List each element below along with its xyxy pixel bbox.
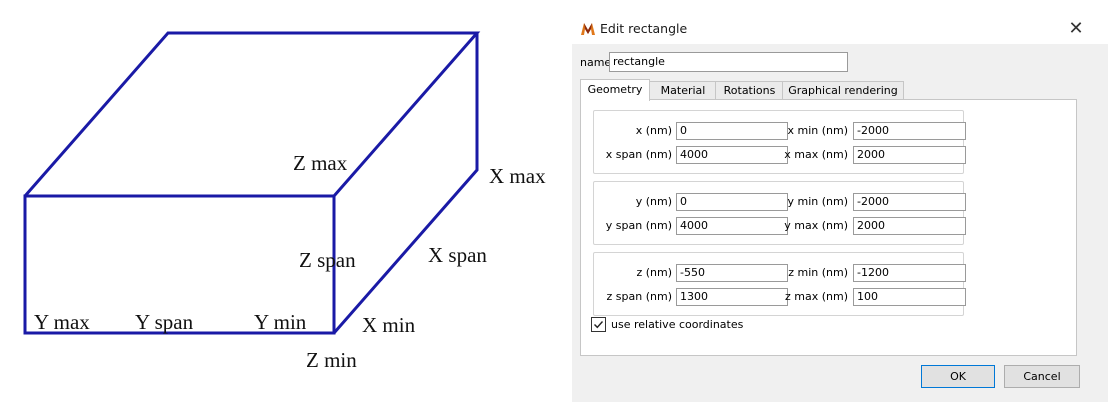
label-x-span: X span [428, 243, 487, 267]
geometry-panel: x (nm) x min (nm) x span (nm) x max (nm)… [580, 99, 1077, 356]
close-icon[interactable]: ✕ [1068, 18, 1084, 39]
tab-geometry[interactable]: Geometry [580, 79, 650, 101]
cancel-button[interactable]: Cancel [1004, 365, 1080, 388]
x-group: x (nm) x min (nm) x span (nm) x max (nm) [593, 110, 966, 174]
x-max-label: x max (nm) [784, 148, 848, 161]
z-span-field[interactable] [676, 288, 788, 306]
y-max-label: y max (nm) [784, 219, 848, 232]
dialog-title: Edit rectangle [600, 21, 688, 36]
x-field[interactable] [676, 122, 788, 140]
y-span-field[interactable] [676, 217, 788, 235]
y-max-field[interactable] [853, 217, 966, 235]
label-x-max: X max [489, 164, 546, 188]
x-span-field[interactable] [676, 146, 788, 164]
y-span-label: y span (nm) [605, 219, 672, 232]
x-span-label: x span (nm) [605, 148, 672, 161]
label-y-span: Y span [135, 310, 194, 334]
x-max-field[interactable] [853, 146, 966, 164]
tab-rotations[interactable]: Rotations [715, 81, 784, 100]
label-z-max: Z max [293, 151, 348, 175]
z-max-field[interactable] [853, 288, 966, 306]
z-span-label: z span (nm) [606, 290, 672, 303]
z-max-label: z max (nm) [784, 290, 848, 303]
x-min-field[interactable] [853, 122, 966, 140]
use-relative-coordinates-checkbox[interactable] [591, 317, 606, 332]
tab-graphical-rendering[interactable]: Graphical rendering [782, 81, 904, 100]
x-min-label: x min (nm) [787, 124, 848, 137]
name-input[interactable] [609, 52, 848, 72]
bounding-box-diagram: Z max X max Z span X span Y max Y span Y… [23, 31, 546, 372]
x-label: x (nm) [635, 124, 672, 137]
z-label: z (nm) [636, 266, 672, 279]
box-top-face [23, 31, 481, 197]
name-label: name [580, 56, 612, 69]
app-logo-icon [581, 23, 595, 35]
ok-button[interactable]: OK [921, 365, 995, 388]
label-z-span: Z span [299, 248, 356, 272]
z-field[interactable] [676, 264, 788, 282]
z-min-field[interactable] [853, 264, 966, 282]
edit-rectangle-dialog: Edit rectangle ✕ name Geometry Material … [572, 0, 1108, 402]
label-x-min: X min [362, 313, 416, 337]
y-field[interactable] [676, 193, 788, 211]
checkmark-icon [594, 321, 604, 329]
label-y-min: Y min [254, 310, 307, 334]
title-bar: Edit rectangle ✕ [572, 0, 1108, 44]
y-group: y (nm) y min (nm) y span (nm) y max (nm) [593, 181, 966, 245]
label-y-max: Y max [34, 310, 90, 334]
z-group: z (nm) z min (nm) z span (nm) z max (nm) [593, 252, 966, 316]
dialog-body: name Geometry Material Rotations Graphic… [572, 44, 1108, 402]
y-min-field[interactable] [853, 193, 966, 211]
label-z-min: Z min [306, 348, 357, 372]
tab-material[interactable]: Material [649, 81, 717, 100]
y-min-label: y min (nm) [787, 195, 848, 208]
use-relative-coordinates-label: use relative coordinates [611, 318, 744, 331]
box-side-edges [332, 33, 479, 334]
z-min-label: z min (nm) [788, 266, 848, 279]
y-label: y (nm) [635, 195, 672, 208]
